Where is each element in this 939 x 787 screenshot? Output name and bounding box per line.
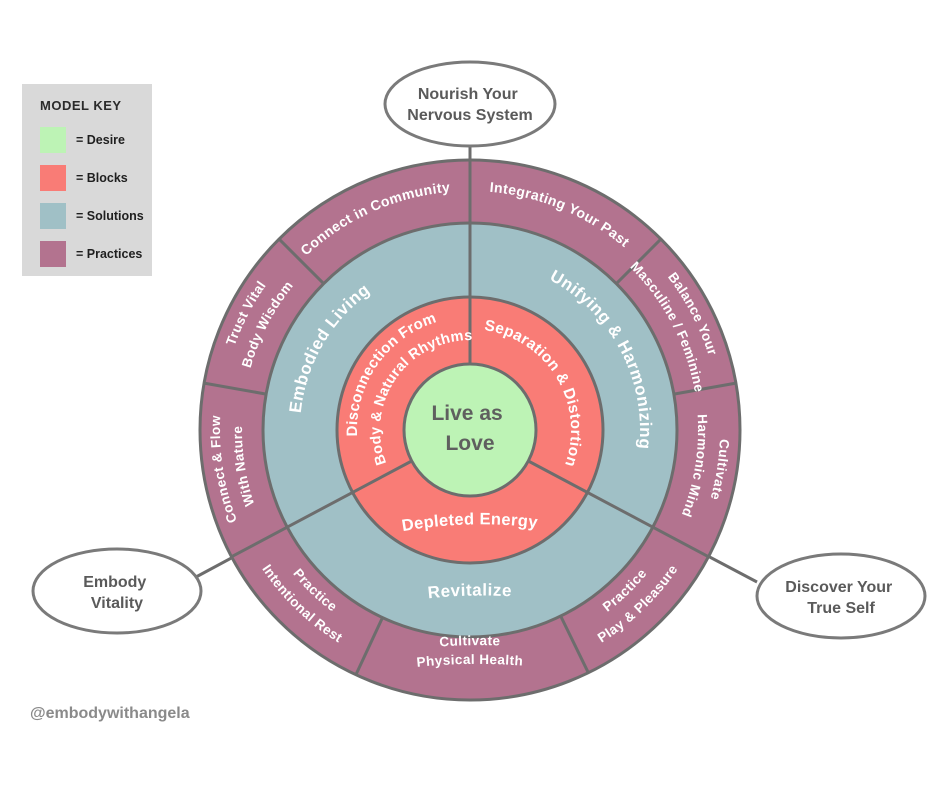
practices-divider-135 <box>278 238 325 285</box>
segment-label-revitalize: Revitalize <box>427 580 513 602</box>
instagram-handle: @embodywithangela <box>30 705 190 722</box>
blocks-color-swatch <box>40 165 66 191</box>
practices-divider-10 <box>673 381 737 396</box>
practices-divider-45 <box>615 238 662 285</box>
model-key-item-solutions: = Solutions <box>40 203 152 229</box>
model-key-title: MODEL KEY <box>40 98 122 113</box>
practice-label-physical-health-line2: Physical Health <box>416 652 524 670</box>
practices-label: = Practices <box>76 247 143 261</box>
callout-nourish-nervous-system: Nourish Your Nervous System <box>383 60 557 148</box>
spoke-lower-right <box>527 459 710 559</box>
callout-discover-true-self: Discover Your True Self <box>755 552 927 640</box>
model-key: MODEL KEY = Desire = Blocks = Solutions … <box>22 84 152 276</box>
model-key-item-blocks: = Blocks <box>40 165 152 191</box>
practices-divider-170 <box>203 381 267 396</box>
solutions-color-swatch <box>40 203 66 229</box>
practices-color-swatch <box>40 241 66 267</box>
callout-left-label: Embody Vitality <box>83 574 151 612</box>
callout-top-label: Nourish Your Nervous System <box>407 86 532 124</box>
center-label: Live as Love <box>431 402 508 455</box>
callout-left-ellipse <box>31 547 203 635</box>
practices-divider-245 <box>354 616 384 676</box>
desire-label: = Desire <box>76 133 125 147</box>
spoke-lower-left <box>230 459 413 559</box>
practices-divider-296 <box>559 615 590 674</box>
callout-embody-vitality: Embody Vitality <box>31 547 203 635</box>
model-key-item-desire: = Desire <box>40 127 152 153</box>
callout-right-label: Discover Your True Self <box>785 579 896 617</box>
desire-color-swatch <box>40 127 66 153</box>
callout-top-ellipse <box>383 60 557 148</box>
solutions-label: = Solutions <box>76 209 144 223</box>
blocks-label: = Blocks <box>76 171 128 185</box>
practice-label-physical-health: Cultivate <box>439 633 501 649</box>
desire-center-circle <box>402 362 538 498</box>
callout-right-ellipse <box>755 552 927 640</box>
model-key-item-practices: = Practices <box>40 241 152 267</box>
